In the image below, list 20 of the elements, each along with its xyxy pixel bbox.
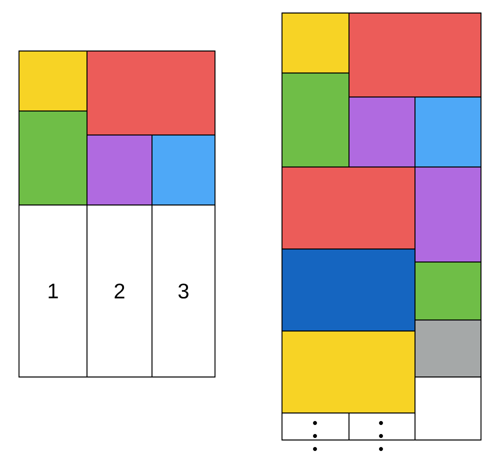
column-box: 2 (86, 204, 152, 378)
color-block (414, 262, 482, 320)
color-block (414, 320, 482, 378)
color-block (282, 12, 350, 74)
empty-block (414, 376, 482, 440)
color-block (282, 72, 350, 168)
color-block (86, 50, 216, 136)
column-box: 3 (152, 204, 216, 378)
color-block (86, 134, 152, 206)
column-box: 1 (18, 204, 88, 378)
color-block (348, 12, 482, 98)
color-block (282, 248, 416, 332)
color-block (18, 50, 88, 112)
color-block (282, 330, 416, 414)
color-block (18, 110, 88, 206)
color-block (348, 96, 416, 168)
color-block (414, 96, 482, 168)
color-block (414, 166, 482, 262)
color-block (282, 166, 416, 250)
color-block (152, 134, 216, 206)
